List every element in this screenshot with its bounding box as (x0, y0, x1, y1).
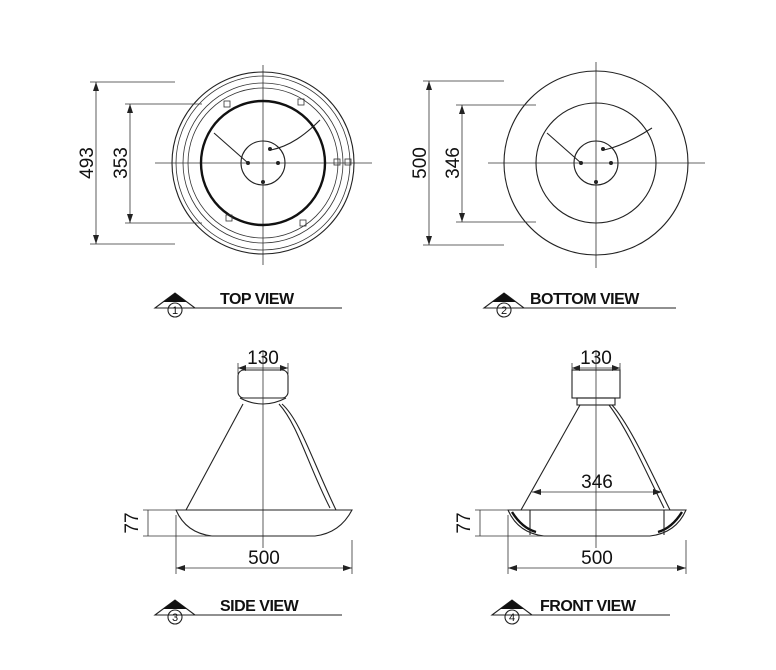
side-width-dim: 500 (248, 548, 280, 569)
bottom-view-title: BOTTOM VIEW (530, 291, 640, 308)
front-view-title: FRONT VIEW (540, 598, 637, 615)
front-height-dim: 77 (454, 512, 475, 533)
top-outer-dim: 493 (77, 147, 98, 179)
bottom-view-label: 2 BOTTOM VIEW (482, 291, 676, 318)
front-view: 130 346 77 500 (454, 348, 687, 574)
front-view-number: 4 (509, 612, 515, 624)
bottom-view-number: 2 (501, 305, 507, 317)
front-width-dim: 500 (581, 548, 613, 569)
bottom-outer-dim: 500 (410, 147, 431, 179)
top-view-title: TOP VIEW (220, 291, 295, 308)
top-inner-dim: 353 (111, 147, 132, 179)
top-view: 493 353 (77, 65, 372, 265)
side-view-number: 3 (172, 612, 178, 624)
side-view: 130 77 500 (122, 348, 353, 574)
side-height-dim: 77 (122, 512, 143, 533)
side-view-label: 3 SIDE VIEW (153, 598, 342, 625)
bottom-inner-dim: 346 (443, 147, 464, 179)
front-view-label: 4 FRONT VIEW (490, 598, 670, 625)
top-view-number: 1 (172, 305, 178, 317)
front-inner-dim: 346 (581, 472, 613, 493)
side-view-title: SIDE VIEW (220, 598, 300, 615)
top-view-label: 1 TOP VIEW (153, 291, 342, 318)
bottom-view: 500 346 (410, 62, 705, 268)
